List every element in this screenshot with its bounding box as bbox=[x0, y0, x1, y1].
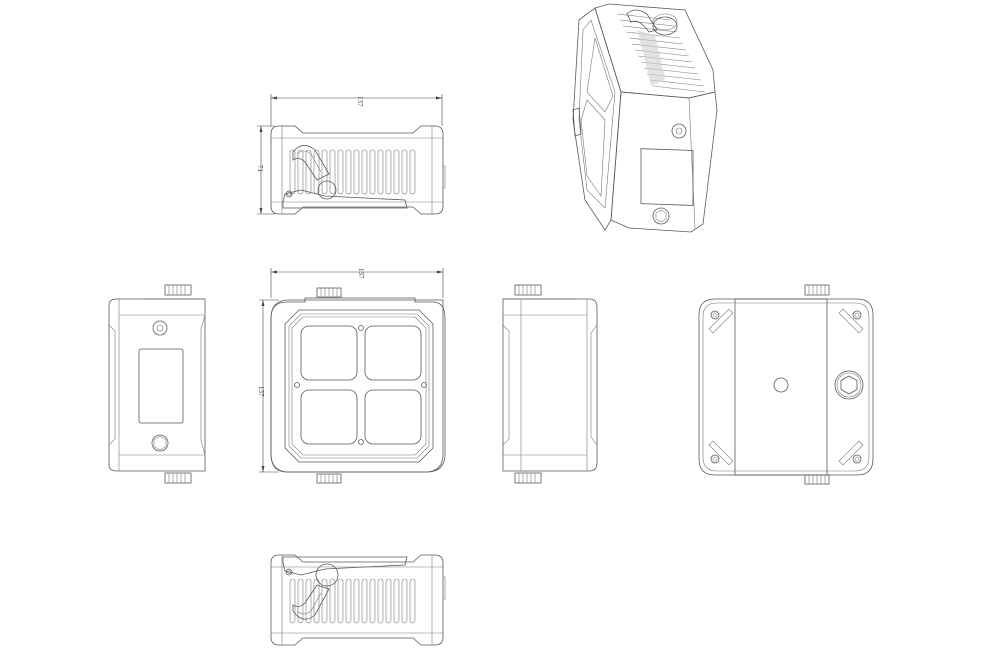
handle-knob bbox=[282, 556, 408, 620]
dimension-height-label: 137 bbox=[257, 386, 265, 397]
right-side-view bbox=[495, 284, 605, 485]
left-side-view bbox=[105, 284, 215, 485]
dimension-height: 137 bbox=[257, 299, 279, 473]
top-view: 137 71 bbox=[255, 90, 455, 220]
dimension-height: 71 bbox=[256, 125, 275, 215]
dimension-width-label: 137 bbox=[357, 268, 365, 279]
front-view: 137 137 bbox=[255, 262, 455, 487]
knob-top bbox=[164, 284, 192, 296]
isometric-view bbox=[565, 0, 730, 240]
dimension-width-label: 137 bbox=[356, 96, 364, 107]
dimension-width: 137 bbox=[270, 268, 444, 298]
back-view bbox=[695, 284, 885, 485]
bottom-view bbox=[255, 545, 455, 650]
dimension-width: 137 bbox=[270, 94, 443, 126]
handle-knob bbox=[282, 145, 408, 209]
dimension-height-label: 71 bbox=[256, 165, 264, 173]
